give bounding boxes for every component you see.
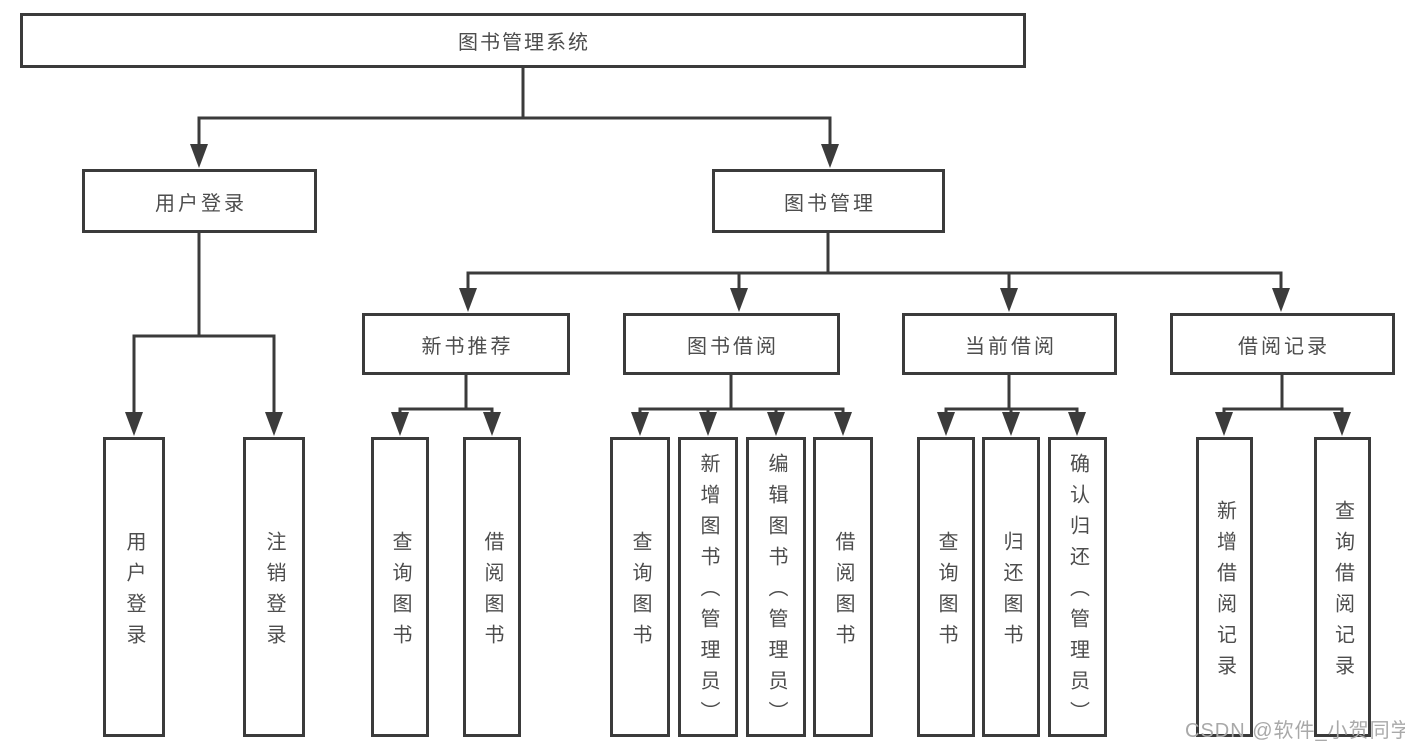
connector-paths	[132, 68, 1344, 419]
node-user-login: 用户登录	[82, 169, 317, 233]
node-label: 编辑图书（管理员）	[765, 453, 787, 732]
node-label: 新增借阅记录	[1213, 499, 1236, 686]
node-label: 查询图书	[629, 530, 651, 655]
node-system-root: 图书管理系统	[20, 13, 1026, 68]
leaf-query-books-borrowing: 查询图书	[610, 437, 670, 737]
node-label: 注销登录	[263, 530, 285, 655]
leaf-confirm-return-admin: 确认归还（管理员）	[1048, 437, 1107, 737]
leaf-add-books-admin: 新增图书（管理员）	[678, 437, 738, 737]
leaf-query-borrow-record: 查询借阅记录	[1314, 437, 1371, 737]
leaf-return-books: 归还图书	[982, 437, 1040, 737]
node-label: 当前借阅	[965, 335, 1057, 358]
node-label: 查询借阅记录	[1331, 499, 1354, 686]
node-label: 图书借阅	[687, 335, 779, 358]
node-book-management: 图书管理	[712, 169, 945, 233]
node-borrow-records: 借阅记录	[1170, 313, 1395, 375]
node-label: 新书推荐	[421, 335, 514, 358]
node-book-borrowing: 图书借阅	[623, 313, 840, 375]
leaf-add-borrow-record: 新增借阅记录	[1196, 437, 1253, 737]
leaf-query-books-recommend: 查询图书	[371, 437, 429, 737]
leaf-edit-books-admin: 编辑图书（管理员）	[746, 437, 806, 737]
leaf-borrow-books-recommend: 借阅图书	[463, 437, 521, 737]
node-label: 确认归还（管理员）	[1066, 453, 1089, 732]
node-label: 新增图书（管理员）	[697, 453, 719, 732]
leaf-user-login: 用户登录	[103, 437, 165, 737]
node-label: 归还图书	[1000, 530, 1022, 655]
node-label: 借阅图书	[832, 530, 854, 655]
node-label: 查询图书	[389, 530, 411, 655]
leaf-logout: 注销登录	[243, 437, 305, 737]
leaf-borrow-books: 借阅图书	[813, 437, 873, 737]
csdn-watermark: CSDN @软件_小贺同学	[1185, 720, 1405, 742]
node-label: 借阅图书	[481, 530, 503, 655]
node-label: 用户登录	[155, 192, 247, 215]
node-label: 用户登录	[123, 530, 145, 655]
node-new-book-recommend: 新书推荐	[362, 313, 570, 375]
node-current-borrowing: 当前借阅	[902, 313, 1117, 375]
node-label: 图书管理系统	[458, 32, 590, 54]
node-label: 图书管理	[784, 192, 876, 215]
leaf-query-books-current: 查询图书	[917, 437, 975, 737]
node-label: 查询图书	[935, 530, 957, 655]
arrowheads	[125, 144, 1351, 436]
node-label: 借阅记录	[1238, 335, 1330, 358]
